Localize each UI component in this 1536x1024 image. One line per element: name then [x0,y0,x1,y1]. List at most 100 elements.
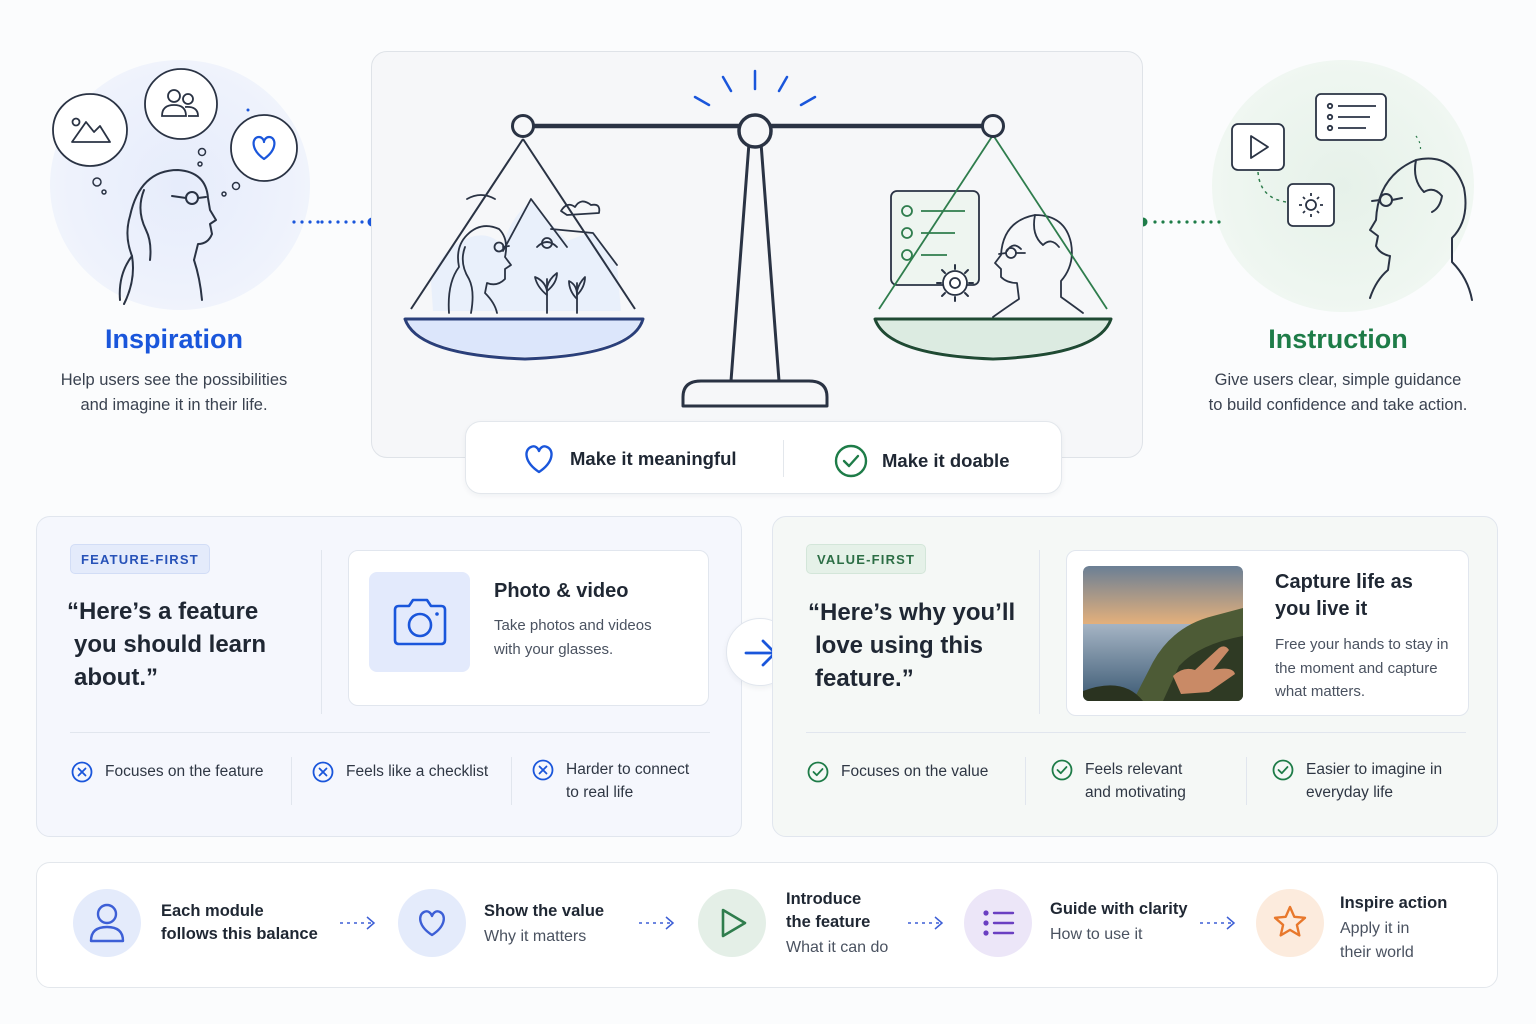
feature-first-quote-line-2: you should learn [74,631,267,658]
feature-first-tag: FEATURE-FIRST [70,544,210,574]
x-circle-icon [312,761,334,783]
step-4-subtitle: How to use it [1050,926,1143,943]
capture-life-title-line-1: Capture life as [1275,571,1413,593]
value-first-bullet-divider-1 [1025,757,1026,805]
make-it-meaningful: Make it meaningful [522,444,737,474]
user-icon [89,903,125,943]
step-3-icon-circle [698,889,766,957]
capture-life-card: Capture life as you live it Free your ha… [1066,550,1469,716]
step-3-subtitle: What it can do [786,939,889,956]
inspiration-desc-line-1: Help users see the possibilities [60,371,288,389]
inspiration-illustration [52,68,320,305]
flow-arrow-3 [908,916,944,930]
value-first-bullet-divider-2 [1246,757,1247,805]
feature-first-quote: “Here’s a feature you should learn about… [67,595,266,694]
step-1-title: Each module follows this balance [161,900,318,946]
value-first-bullet-2: Feels relevant and motivating [1051,758,1186,804]
feature-first-bullet-1: Focuses on the feature [71,760,264,783]
step-4-title: Guide with clarity [1050,900,1188,918]
step-2-title: Show the value [484,902,605,920]
feature-first-bullet-3-line-1: Harder to connect [566,761,690,778]
inspiration-title: Inspiration [104,324,243,354]
photo-video-title: Photo & video [494,580,629,602]
step-5-subtitle-line-2: their world [1340,944,1414,961]
capture-life-title: Capture life as you live it [1275,569,1413,623]
camera-tile [369,572,470,672]
flow-arrow-1 [340,916,376,930]
feature-first-bullet-3: Harder to connect to real life [532,758,689,804]
step-3-title: Introduce the feature [786,888,870,934]
heart-icon [419,910,445,937]
instruction-illustration [1231,93,1473,301]
inspiration-description: Help users see the possibilities and ima… [24,368,324,418]
step-5-subtitle-line-1: Apply it in [1340,920,1410,937]
check-circle-icon [1051,759,1073,781]
instruction-connector [1138,217,1221,227]
step-5-icon-circle [1256,889,1324,957]
photo-video-card: Photo & video Take photos and videos wit… [348,550,709,706]
heart-icon [525,445,553,474]
feature-first-bullet-divider-2 [511,757,512,805]
value-first-panel: VALUE-FIRST “Here’s why you’ll love usin… [772,516,1498,837]
step-3-title-line-2: the feature [786,913,871,931]
photo-video-desc-line-1: Take photos and videos [494,617,652,634]
value-first-quote-line-1: “Here’s why you’ll [808,599,1016,626]
step-5-title: Inspire action [1340,894,1448,912]
x-circle-icon [71,761,93,783]
step-3-title-line-1: Introduce [786,890,862,908]
x-circle-icon [532,759,554,781]
star-icon [1273,905,1307,937]
step-1-icon-circle [73,889,141,957]
make-it-meaningful-label: Make it meaningful [570,448,737,469]
instruction-description: Give users clear, simple guidance to bui… [1178,368,1498,418]
flow-arrow-4 [1200,916,1236,930]
feature-first-divider [321,550,322,714]
check-circle-icon [834,444,868,478]
instruction-desc-line-2: to build confidence and take action. [1208,396,1468,414]
capture-life-desc-line-1: Free your hands to stay in [1275,636,1449,653]
check-circle-icon [807,761,829,783]
value-first-bullet-1: Focuses on the value [807,760,988,783]
flow-arrow-2 [639,916,675,930]
value-first-quote-line-3: feature.” [815,665,914,692]
feature-first-hdivider [70,732,710,733]
photo-video-desc-line-2: with your glasses. [494,640,614,658]
list-icon [983,910,1015,936]
balance-pill: Make it meaningful Make it doable [465,421,1062,494]
feature-first-bullet-1-text: Focuses on the feature [105,763,264,780]
coastline-photo [1083,566,1243,701]
value-first-bullet-1-text: Focuses on the value [841,763,989,780]
value-first-tag: VALUE-FIRST [806,544,927,574]
check-circle-icon [1272,759,1294,781]
value-first-bullet-3-line-2: everyday life [1306,784,1394,801]
value-first-bullet-3: Easier to imagine in everyday life [1272,758,1442,804]
balance-scale-illustration [403,69,1113,408]
feature-first-bullet-2-text: Feels like a checklist [346,763,489,780]
photo-video-description: Take photos and videos with your glasses… [494,614,652,661]
step-1-title-line-2: follows this balance [161,925,318,943]
instruction-desc-line-1: Give users clear, simple guidance [1214,371,1462,389]
step-2-icon-circle [398,889,466,957]
step-4-icon-circle [964,889,1032,957]
capture-life-description: Free your hands to stay in the moment an… [1275,633,1448,704]
feature-first-bullet-3-line-2: to real life [566,784,634,801]
make-it-doable-label: Make it doable [882,450,1010,471]
feature-first-panel: FEATURE-FIRST “Here’s a feature you shou… [36,516,742,837]
feature-first-bullet-divider-1 [291,757,292,805]
inspiration-desc-line-2: and imagine it in their life. [80,396,268,414]
capture-life-desc-line-3: what matters. [1275,683,1366,700]
value-first-divider [1039,550,1040,714]
feature-first-bullet-2: Feels like a checklist [312,760,488,783]
value-first-bullet-3-line-1: Easier to imagine in [1306,761,1443,778]
step-5-subtitle: Apply it in their world [1340,917,1414,965]
value-first-bullet-2-line-1: Feels relevant [1085,761,1183,778]
capture-life-desc-line-2: the moment and capture [1275,659,1438,677]
feature-first-quote-line-3: about.” [74,664,158,691]
capture-life-title-line-2: you live it [1275,598,1368,620]
make-it-doable: Make it doable [834,444,1009,478]
pill-divider [783,440,784,477]
module-flow: Each module follows this balance Show th… [36,862,1498,988]
value-first-hdivider [806,732,1466,733]
step-1-title-line-1: Each module [161,902,264,920]
value-first-quote: “Here’s why you’ll love using this featu… [808,596,1015,695]
